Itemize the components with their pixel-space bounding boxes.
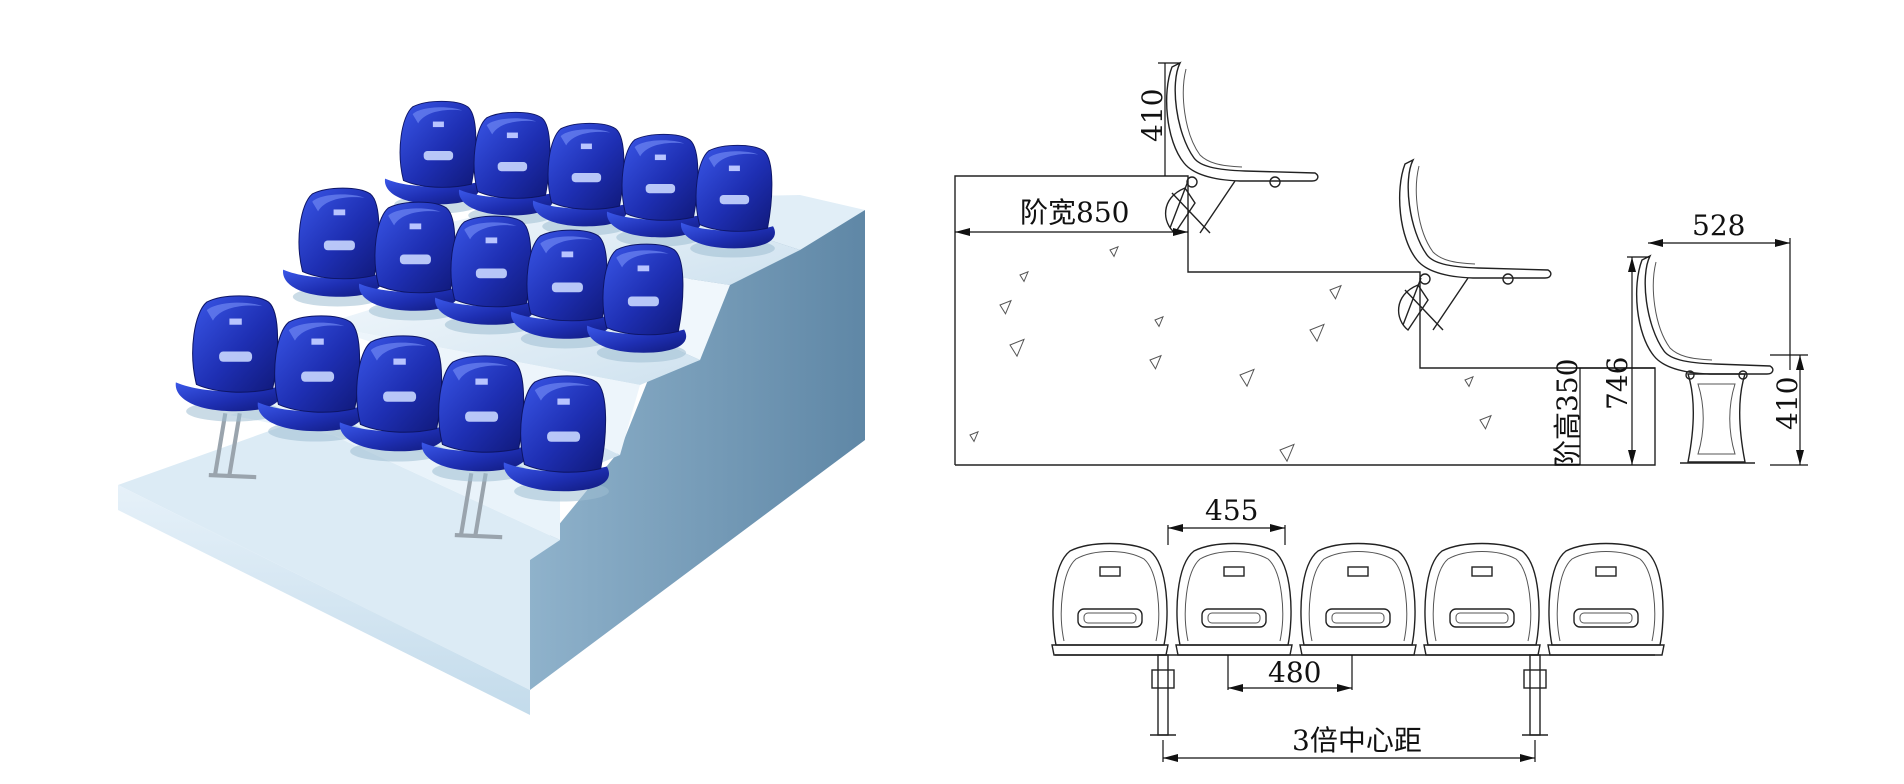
side-seat-3 bbox=[1635, 254, 1774, 464]
dim-depth: 528 bbox=[1648, 209, 1791, 370]
dim-seat-height-top: 410 bbox=[1136, 62, 1180, 176]
seat-3d bbox=[384, 100, 479, 214]
seat-3d bbox=[283, 187, 383, 307]
step-profile bbox=[954, 175, 1656, 466]
dim-label-746: 746 bbox=[1601, 357, 1634, 410]
front-seat bbox=[1547, 542, 1665, 656]
hatch-mark bbox=[1239, 368, 1255, 388]
dim-seat-height-right: 410 bbox=[1770, 354, 1808, 466]
dim-step-width: 阶宽850 bbox=[955, 196, 1188, 236]
hatch-mark bbox=[969, 430, 979, 443]
seat-3d bbox=[587, 243, 687, 363]
hatch-mark bbox=[1019, 270, 1029, 283]
hatch-mark bbox=[1479, 414, 1492, 430]
dim-step-height: 阶高350 bbox=[1551, 359, 1655, 468]
dim-overall-height: 746 bbox=[1601, 256, 1650, 465]
dim-label-step-height: 阶高350 bbox=[1551, 359, 1584, 468]
hatch-mark bbox=[999, 299, 1012, 315]
bracket-right bbox=[1522, 654, 1548, 736]
seat-3d bbox=[435, 215, 535, 335]
front-seat bbox=[1423, 542, 1541, 656]
dim-seat-width: 455 bbox=[1167, 494, 1286, 545]
hatch-mark bbox=[1329, 284, 1342, 300]
dim-label-410-top: 410 bbox=[1136, 89, 1169, 142]
stadium-seating-rendering bbox=[118, 100, 865, 715]
seat-3d bbox=[503, 375, 610, 502]
front-seat bbox=[1175, 542, 1293, 656]
seat-3d bbox=[175, 295, 282, 480]
dim-label-bracket-spacing: 3倍中心距 bbox=[1292, 724, 1422, 757]
seat-3d bbox=[339, 335, 446, 462]
concrete-hatch bbox=[969, 245, 1492, 463]
seat-3d bbox=[680, 144, 775, 258]
bracket-left bbox=[1150, 654, 1176, 736]
hatch-mark bbox=[1464, 375, 1474, 388]
ground-slab-top bbox=[118, 420, 560, 690]
hatch-mark bbox=[1279, 443, 1295, 463]
side-view-drawing: 410 阶宽850 阶高350 746 528 bbox=[954, 61, 1808, 468]
hatch-mark bbox=[1109, 245, 1119, 258]
seat-3d bbox=[606, 133, 701, 247]
front-seat bbox=[1051, 542, 1169, 656]
front-seat-row bbox=[1051, 542, 1665, 656]
side-seat-2 bbox=[1397, 158, 1552, 332]
front-view-drawing: 455 480 3倍中心距 bbox=[1051, 494, 1665, 762]
hatch-mark bbox=[1149, 354, 1162, 370]
dim-label-528: 528 bbox=[1692, 209, 1745, 242]
hatch-mark bbox=[1154, 315, 1164, 328]
dim-label-455: 455 bbox=[1205, 494, 1258, 527]
hatch-mark bbox=[1309, 323, 1325, 343]
dim-label-410-right: 410 bbox=[1771, 377, 1804, 430]
dim-center-spacing: 480 bbox=[1227, 655, 1353, 692]
front-seat bbox=[1299, 542, 1417, 656]
dim-label-step-width: 阶宽850 bbox=[1020, 196, 1129, 229]
stand-side-face bbox=[530, 210, 865, 690]
seat-3d bbox=[359, 201, 459, 321]
dim-bracket-spacing: 3倍中心距 bbox=[1162, 724, 1536, 762]
ground-slab-front bbox=[118, 485, 530, 715]
seat-3d bbox=[532, 122, 627, 236]
dim-label-480: 480 bbox=[1268, 656, 1321, 689]
seat-rows bbox=[175, 100, 775, 540]
seat-3d bbox=[257, 315, 364, 442]
seat-3d bbox=[511, 229, 611, 349]
seat-3d bbox=[421, 355, 528, 540]
hatch-mark bbox=[1009, 338, 1025, 358]
